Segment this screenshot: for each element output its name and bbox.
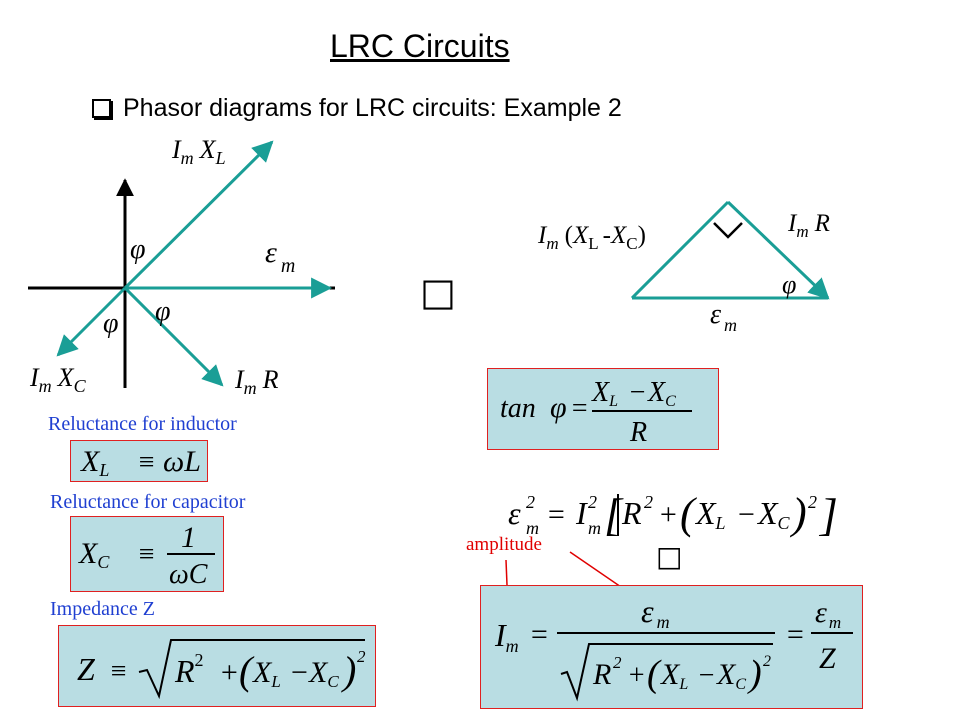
svg-text:εm: εm <box>815 596 841 632</box>
svg-text:): ) <box>789 489 807 538</box>
label-amplitude: amplitude <box>466 534 542 555</box>
svg-text:R: R <box>629 417 647 448</box>
svg-text:Im: Im <box>494 617 519 656</box>
missing-glyph-box-icon-2: □ <box>656 540 683 573</box>
svg-text:XL: XL <box>80 445 109 480</box>
svg-text:ωL: ωL <box>163 445 201 478</box>
svg-text:1: 1 <box>181 521 196 554</box>
formula-box-impedance: Z ≡ R2) + ( XL − XC ) 2 <box>58 625 376 707</box>
svg-text:R: R <box>592 658 611 691</box>
svg-text:): ) <box>341 648 356 693</box>
phi-label-2: φ <box>155 296 171 327</box>
svg-text:Z: Z <box>77 651 96 687</box>
svg-text:ωC: ωC <box>169 559 208 590</box>
svg-text:≡: ≡ <box>137 447 156 478</box>
svg-text:=: = <box>546 498 566 531</box>
bullet-text: Phasor diagrams for LRC circuits: Exampl… <box>123 94 622 122</box>
svg-text:≡: ≡ <box>137 539 156 570</box>
formula-box-xl: XL ≡ ωL <box>70 440 208 482</box>
svg-text:−: − <box>628 377 647 408</box>
svg-text:+: + <box>658 498 678 531</box>
svg-text:+: + <box>219 656 239 689</box>
svg-text:φ: φ <box>550 391 567 424</box>
svg-text:+: + <box>627 660 646 691</box>
svg-text:2: 2 <box>808 492 817 512</box>
svg-text:XC: XC <box>647 377 676 410</box>
svg-text:2: 2 <box>588 492 597 512</box>
formula-box-xc: XC ≡ 1 ωC <box>70 516 224 592</box>
svg-text:R: R <box>621 495 642 531</box>
phasor-xc-arrow <box>56 286 127 357</box>
svg-text:(: ( <box>647 653 662 695</box>
svg-text:2: 2 <box>613 653 622 672</box>
svg-text:−: − <box>289 656 309 689</box>
svg-text:R2): R2) <box>174 650 218 689</box>
svg-text:2: 2 <box>526 492 535 512</box>
svg-text:XL: XL <box>694 495 726 533</box>
svg-text:): ) <box>747 653 762 695</box>
page-title: LRC Circuits <box>330 28 510 64</box>
phasor-xl-arrow <box>123 140 274 290</box>
checkbox-bullet-icon <box>92 99 111 118</box>
svg-text:−: − <box>697 660 716 691</box>
svg-text:m: m <box>526 518 539 538</box>
svg-text:XL: XL <box>660 658 688 693</box>
label-reluctance-capacitor: Reluctance for capacitor <box>50 491 246 513</box>
svg-text:Z: Z <box>819 642 836 675</box>
svg-text:XC: XC <box>716 658 746 693</box>
svg-text:≡: ≡ <box>109 656 128 687</box>
label-reluctance-inductor: Reluctance for inductor <box>48 413 237 435</box>
triangle-side-reactance <box>630 200 730 300</box>
bullet-heading: Phasor diagrams for LRC circuits: Exampl… <box>92 94 622 123</box>
svg-text:m: m <box>588 518 601 538</box>
formula-xc: XC ≡ 1 ωC <box>78 521 215 590</box>
svg-text:(: ( <box>680 489 697 538</box>
svg-text:XL: XL <box>252 656 281 691</box>
phi-label-3: φ <box>103 308 119 339</box>
svg-text:XC: XC <box>308 656 339 691</box>
svg-text:(: ( <box>239 648 255 693</box>
svg-text:−: − <box>736 498 756 531</box>
missing-glyph-box-icon: □ <box>420 270 456 314</box>
svg-text:2: 2 <box>763 653 771 670</box>
formula-box-tan: tan φ = XL − XC R <box>487 368 719 450</box>
svg-text:XC: XC <box>756 495 791 533</box>
phi-label-triangle: φ <box>782 270 796 299</box>
svg-text:εm: εm <box>641 593 670 632</box>
label-im-xl-xc: Im(XL-XC) <box>537 222 646 253</box>
svg-text:=: = <box>570 393 589 424</box>
phi-label-1: φ <box>130 234 146 265</box>
formula-impedance: Z ≡ R2) + ( XL − XC ) 2 <box>77 639 366 700</box>
formula-emf-squared: ε 2 m = I 2 m [ R 2 + ( XL − XC ) 2 ] <box>508 489 838 540</box>
triangle-side-resistor <box>726 200 830 300</box>
svg-text:XC: XC <box>78 537 110 572</box>
phasor-r-arrow <box>123 286 224 387</box>
formula-tan: tan φ = XL − XC R <box>500 377 692 448</box>
formula-xl: XL ≡ ωL <box>80 445 201 480</box>
svg-text:ε: ε <box>508 495 521 531</box>
svg-text:]: ] <box>818 489 838 540</box>
svg-text:2: 2 <box>644 492 653 512</box>
svg-text:I: I <box>575 495 588 531</box>
svg-text:=: = <box>785 618 805 651</box>
svg-text:2: 2 <box>357 647 366 666</box>
right-angle-mark <box>713 222 743 239</box>
svg-text:=: = <box>529 618 549 651</box>
svg-text:[: [ <box>604 489 624 540</box>
svg-text:XL: XL <box>591 377 618 410</box>
label-impedance: Impedance Z <box>50 598 155 620</box>
svg-text:tan: tan <box>500 393 536 424</box>
